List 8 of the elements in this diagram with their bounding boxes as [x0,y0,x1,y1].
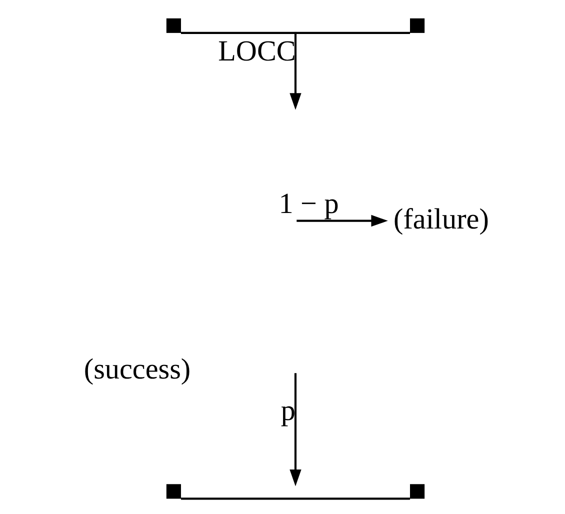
edge-label: 1 − p [278,187,338,220]
label: (success) [83,352,190,385]
edge-label: p [280,394,295,426]
edge-label: LOCC [218,35,296,68]
arrow [296,214,388,226]
arrow [289,372,301,486]
node-text: (failure) [393,202,488,235]
arrow [289,31,301,110]
